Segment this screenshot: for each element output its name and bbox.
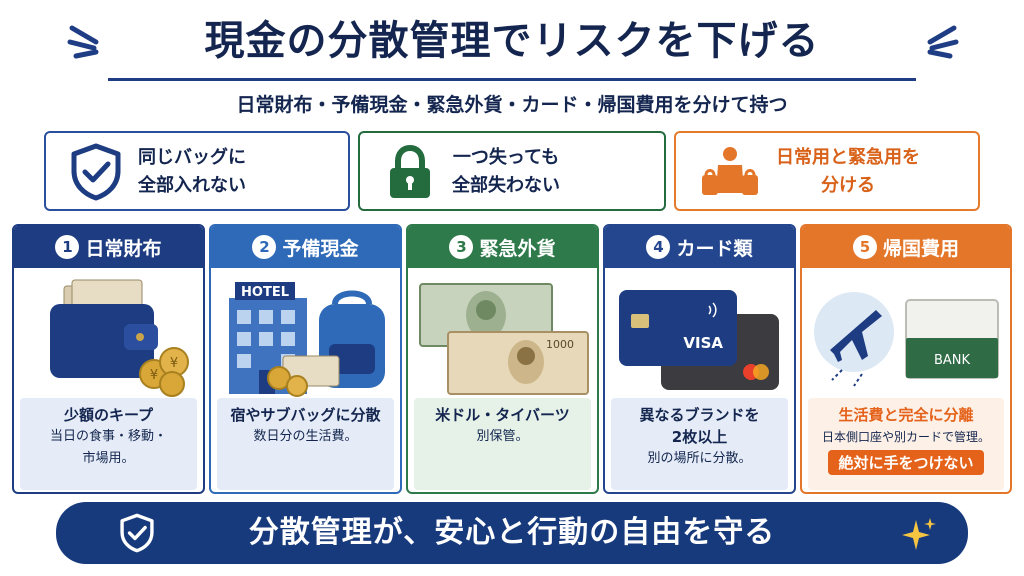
card-headline: 異なるブランドを: [639, 406, 760, 424]
card-headline: 生活費と完全に分離: [838, 406, 974, 424]
svg-text:¥: ¥: [170, 356, 178, 371]
card-cards: 4 カード類 VISA 異なるブランドを 2枚以上 別の場所に分散。: [603, 224, 796, 494]
card-headline-2: 2枚以上: [671, 428, 728, 446]
card-brand: VISA: [683, 334, 723, 352]
foreign-banknotes-icon: 1000: [419, 283, 589, 395]
footer-banner: 分散管理が、安心と行動の自由を守る: [56, 502, 968, 564]
card-number: 3: [449, 235, 474, 259]
right-burst-icon: [927, 25, 959, 59]
card-body: 異なるブランドを 2枚以上 別の場所に分散。: [611, 398, 788, 490]
principle-line2: 分ける: [821, 175, 875, 196]
credit-cards-icon: VISA: [619, 290, 779, 390]
bankbook-label: BANK: [934, 353, 971, 368]
principle-line2: 全部入れない: [138, 175, 246, 196]
principle-line1: 同じバッグに: [138, 147, 246, 168]
card-header: 2 予備現金: [211, 226, 400, 268]
card-emergency-currency: 3 緊急外貨 1000 米ドル・タイバーツ 別保管。: [406, 224, 599, 494]
card-detail: 市場用。: [82, 451, 135, 466]
padlock-icon: [390, 144, 430, 198]
card-header: 3 緊急外貨: [408, 226, 597, 268]
card-number: 1: [55, 235, 80, 259]
principle-line2: 全部失わない: [452, 175, 560, 196]
title-row: 現金の分散管理でリスクを下げる: [0, 10, 1024, 72]
card-body: 米ドル・タイバーツ 別保管。: [414, 398, 591, 490]
hotel-sign: HOTEL: [241, 285, 289, 300]
card-detail: 数日分の生活費。: [253, 429, 358, 444]
principle-dont-lose-all: 一つ失っても全部失わない: [358, 131, 666, 211]
card-headline: 宿やサブバッグに分散: [230, 406, 381, 424]
title-underline: [108, 78, 916, 81]
card-number: 5: [852, 235, 877, 259]
shield-check-icon: [71, 143, 121, 201]
hotel-and-backpack-icon: HOTEL: [229, 282, 385, 397]
banknote-value: 1000: [546, 338, 574, 351]
card-daily-wallet: 1 日常財布 ¥ ¥ 少額のキープ 当日の食事・移動・ 市場用。: [12, 224, 205, 494]
person-with-bags-icon: [702, 147, 758, 195]
page-title: 現金の分散管理でリスクを下げる: [204, 18, 820, 64]
card-header: 4 カード類: [605, 226, 794, 268]
card-detail: 日本側口座や別カードで管理。: [821, 430, 990, 444]
shield-check-icon: [120, 513, 154, 553]
footer-text: 分散管理が、安心と行動の自由を守る: [248, 515, 776, 550]
card-body: 少額のキープ 当日の食事・移動・ 市場用。: [20, 398, 197, 490]
principle-no-single-bag: 同じバッグに全部入れない: [44, 131, 350, 211]
card-title: 緊急外貨: [479, 237, 556, 260]
card-body: 宿やサブバッグに分散 数日分の生活費。: [217, 398, 394, 490]
card-return-funds: 5 帰国費用 BANK 生活費と完全に分離 日本側口座や別カードで管理。 絶対に…: [800, 224, 1012, 494]
card-title: 帰国費用: [882, 237, 959, 260]
sparkle-icon: [902, 518, 936, 550]
card-title: カード類: [676, 237, 753, 260]
principle-line1: 一つ失っても: [452, 147, 560, 168]
card-header: 1 日常財布: [14, 226, 203, 268]
card-title: 予備現金: [282, 237, 359, 260]
principle-line1: 日常用と緊急用を: [776, 147, 920, 168]
card-detail: 別保管。: [476, 429, 529, 444]
wallet-with-coins-icon: ¥ ¥: [50, 279, 189, 397]
card-body: 生活費と完全に分離 日本側口座や別カードで管理。 絶対に手をつけない: [808, 398, 1004, 490]
svg-text:¥: ¥: [150, 368, 158, 383]
card-headline: 米ドル・タイバーツ: [435, 406, 570, 424]
left-burst-icon: [67, 25, 99, 59]
card-number: 4: [646, 235, 671, 259]
card-spare-cash: 2 予備現金 HOTEL 宿やサブバッグに分散 数日分の生活費。: [209, 224, 402, 494]
card-header: 5 帰国費用: [802, 226, 1010, 268]
subtitle: 日常財布・予備現金・緊急外貨・カード・帰国費用を分けて持つ: [236, 94, 788, 116]
card-detail: 別の場所に分散。: [647, 451, 752, 466]
card-title: 日常財布: [85, 237, 162, 260]
card-headline: 少額のキープ: [63, 406, 154, 424]
card-detail: 当日の食事・移動・: [49, 429, 167, 444]
airplane-and-bankbook-icon: BANK: [814, 292, 999, 387]
card-number: 2: [252, 235, 277, 259]
warning-badge: 絶対に手をつけない: [828, 450, 984, 475]
principle-separate-uses: 日常用と緊急用を分ける: [674, 131, 980, 211]
